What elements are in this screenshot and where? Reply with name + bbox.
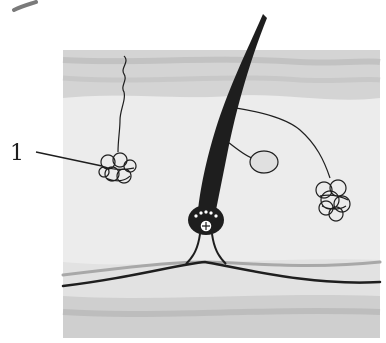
sebaceous-lobe <box>250 151 278 173</box>
corner-mark <box>14 2 36 10</box>
callout-1-label: 1 <box>10 141 24 166</box>
bottom-band-shade <box>63 311 380 314</box>
epidermis-band-shade-2 <box>63 78 380 81</box>
epidermis-band-shade <box>63 60 380 63</box>
